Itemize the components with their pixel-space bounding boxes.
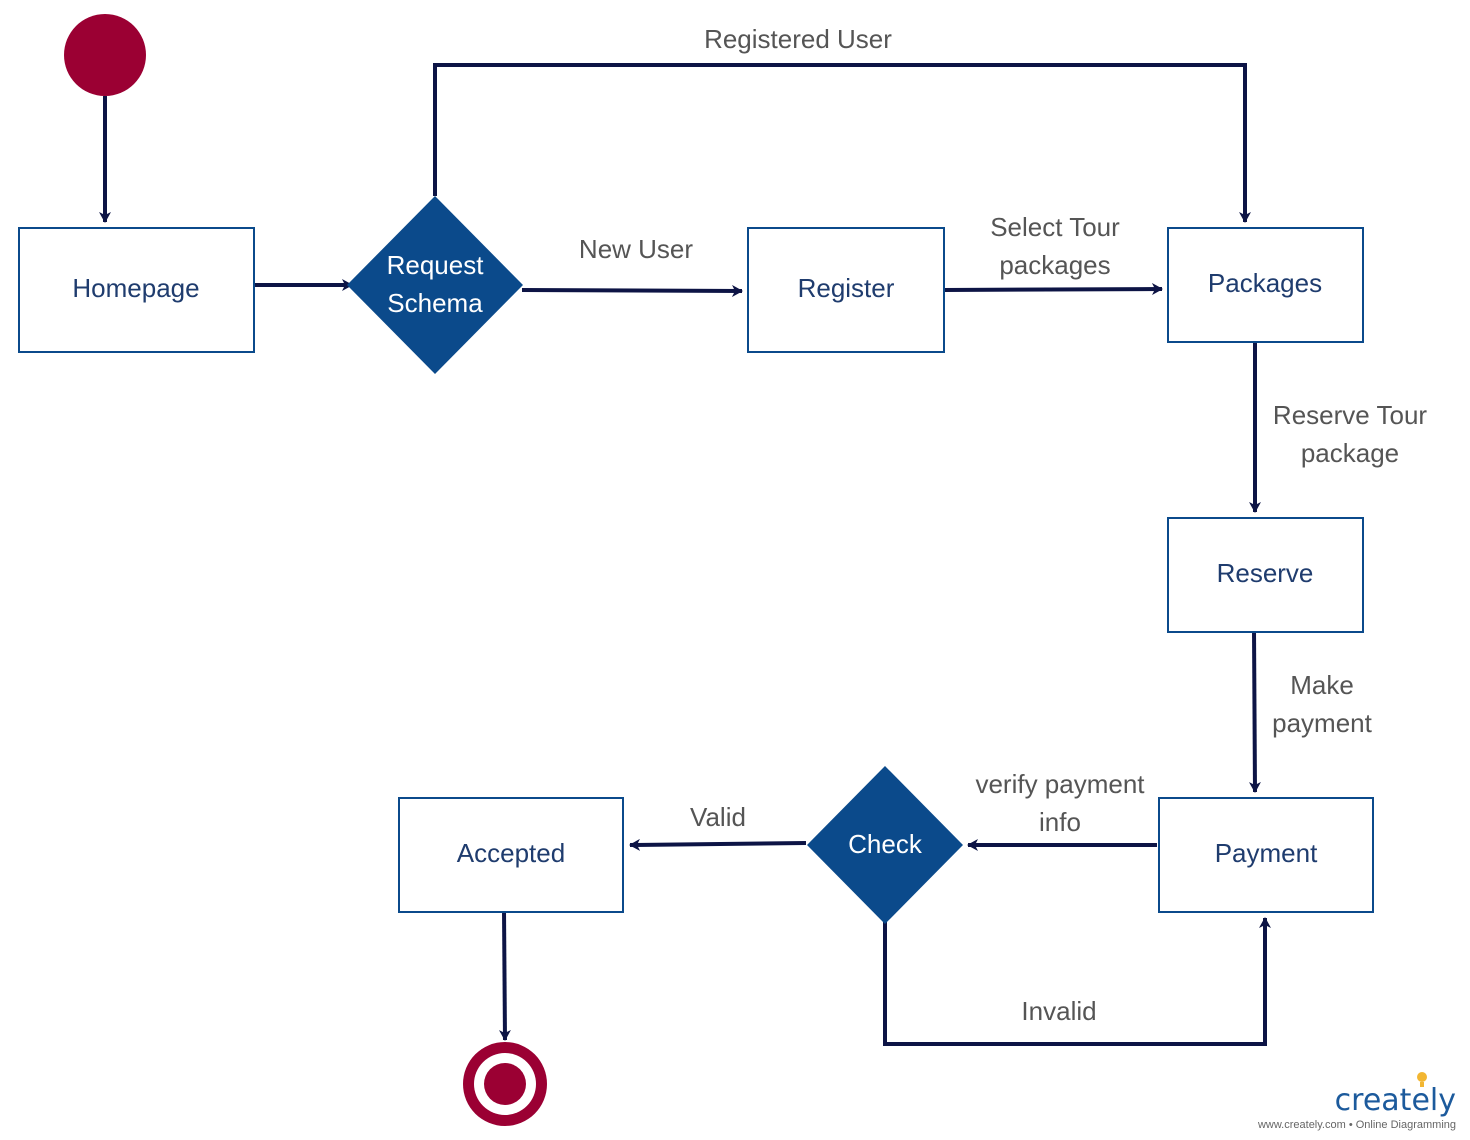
edge-make-payment (1248, 629, 1261, 793)
creately-logo-text: creately (1335, 1083, 1456, 1118)
make-payment-label-line1: Make (1290, 670, 1354, 700)
packages-node: Packages (1167, 227, 1364, 343)
register-label: Register (798, 273, 895, 303)
verify-payment-label-line2: info (1039, 807, 1081, 837)
invalid-label: Invalid (1021, 996, 1096, 1026)
creately-tagline: www.creately.com • Online Diagramming (1257, 1119, 1456, 1131)
request-schema-label-line1: Request (387, 250, 485, 280)
payment-label: Payment (1215, 838, 1318, 868)
start-node (64, 14, 146, 96)
payment-node: Payment (1158, 797, 1374, 913)
accepted-label: Accepted (457, 838, 565, 868)
lightbulb-icon (1417, 1072, 1427, 1087)
end-node (463, 1042, 547, 1126)
edge-accepted-to-end (498, 909, 511, 1041)
edge-select-tour (943, 283, 1163, 296)
homepage-node: Homepage (18, 227, 255, 353)
homepage-label: Homepage (72, 273, 199, 303)
verify-payment-label-line1: verify payment (975, 769, 1145, 799)
check-decision: Check (807, 766, 963, 924)
request-schema-decision: Request Schema (347, 196, 523, 374)
new-user-label: New User (579, 234, 693, 264)
edge-invalid (883, 917, 1271, 1046)
reserve-label: Reserve (1217, 558, 1314, 588)
accepted-node: Accepted (398, 797, 624, 913)
edge-registered-user (433, 63, 1251, 223)
reserve-node: Reserve (1167, 517, 1364, 633)
make-payment-label-line2: payment (1272, 708, 1372, 738)
reserve-tour-label-line1: Reserve Tour (1273, 400, 1427, 430)
edge-valid (629, 838, 807, 851)
registered-user-label: Registered User (704, 24, 892, 54)
reserve-tour-label-line2: package (1301, 438, 1399, 468)
edge-new-user (521, 284, 743, 297)
check-label: Check (848, 829, 923, 859)
packages-label: Packages (1208, 268, 1322, 298)
select-tour-label-line1: Select Tour (990, 212, 1120, 242)
register-node: Register (747, 227, 945, 353)
select-tour-label-line2: packages (999, 250, 1110, 280)
creately-logo: creately www.creately.com • Online Diagr… (1257, 1072, 1456, 1131)
request-schema-label-line2: Schema (387, 288, 483, 318)
valid-label: Valid (690, 802, 746, 832)
